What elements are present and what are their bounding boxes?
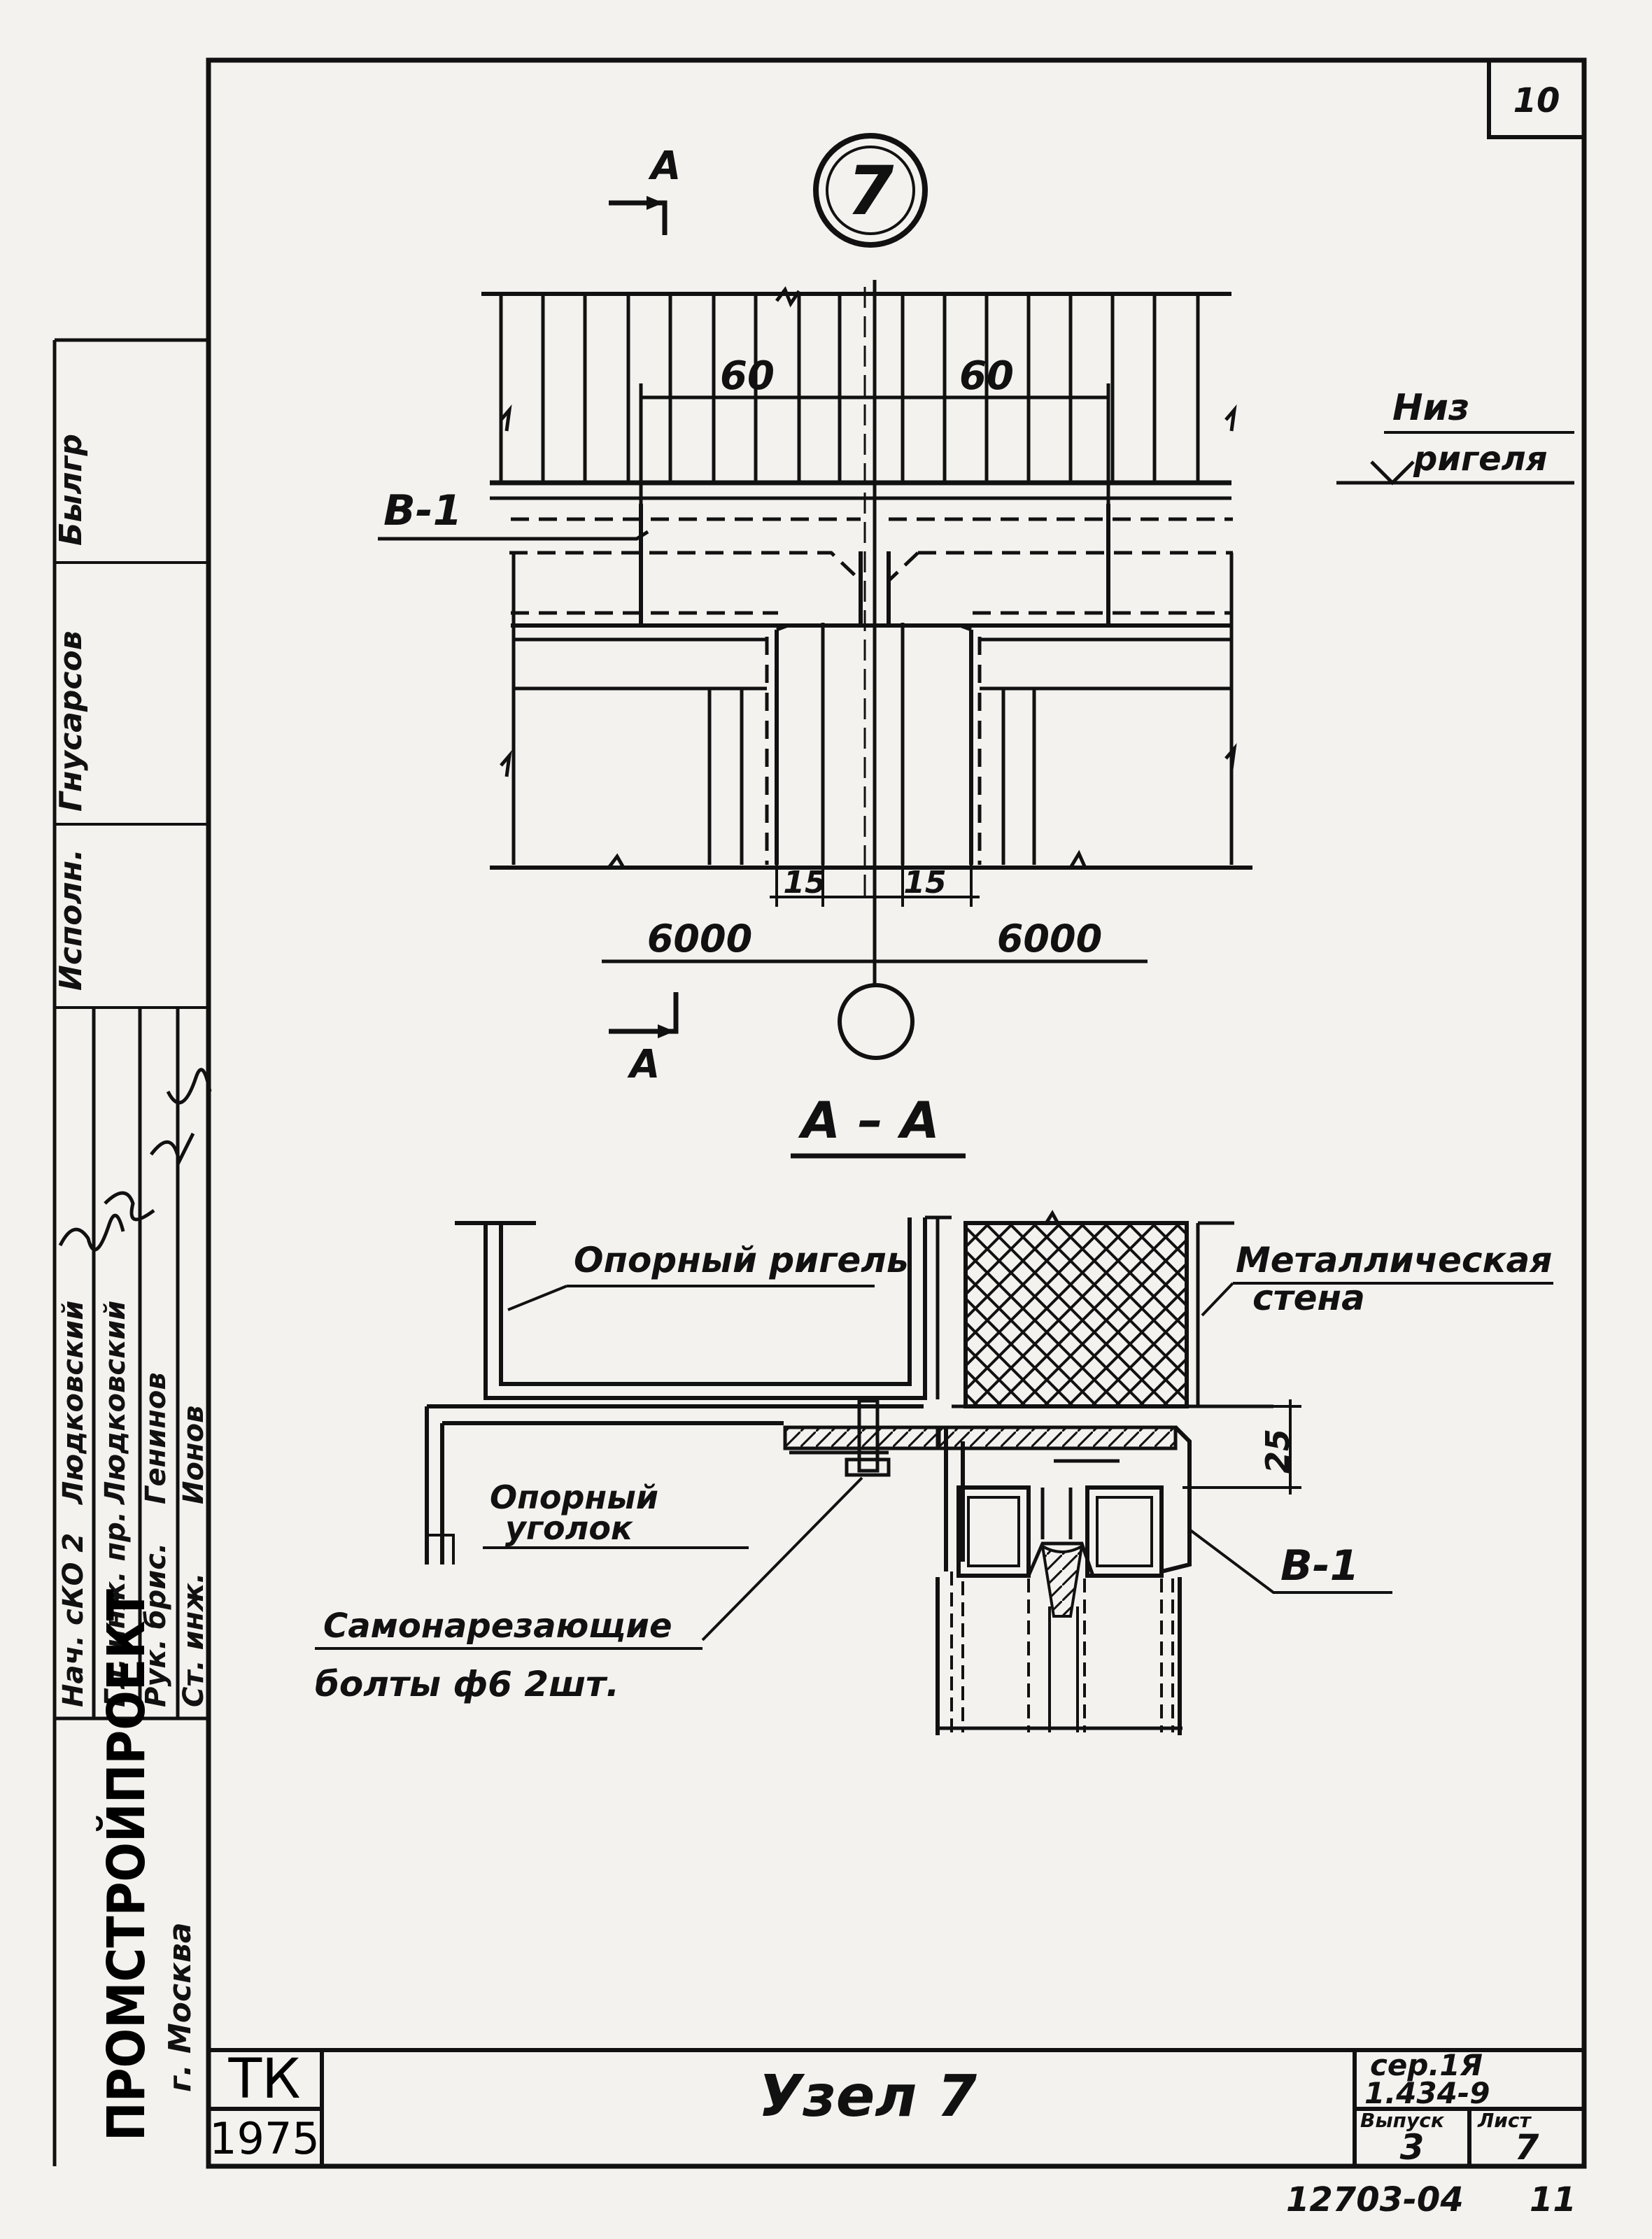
title-code: ТК — [227, 2048, 300, 2111]
series-2: 1.434-9 — [1364, 2076, 1490, 2110]
sheet-number-box: 10 — [1487, 60, 1584, 139]
sig-name-3: Генинов — [140, 1372, 172, 1504]
sheet-number: 10 — [1513, 81, 1560, 120]
series-1: сер.1Я — [1370, 2048, 1483, 2082]
wall-insulation — [963, 1221, 1189, 1408]
label-bolts-2: болты ф6 2шт. — [315, 1664, 619, 1704]
label-support-angle-1: Опорный — [490, 1478, 658, 1516]
sheet-value: 7 — [1515, 2127, 1539, 2168]
section-view: А – А Опорный ригель Металлическая стена… — [315, 1091, 1553, 1735]
sig-name-2: Людковский — [99, 1301, 132, 1505]
sig-name-4: Ионов — [178, 1406, 210, 1504]
elevation-label-1: Низ — [1392, 387, 1469, 429]
drawing-frame — [206, 57, 1587, 2169]
plan-view: 60 60 Низ ригеля В-1 — [378, 280, 1574, 1060]
label-support-angle-2: уголок — [505, 1509, 634, 1547]
plan-gap-left: 15 — [783, 865, 826, 900]
svg-text:В-1: В-1 — [383, 486, 462, 535]
label-bolts-1: Самонарезающие — [323, 1606, 672, 1646]
sig-role-3: Рук. брис. — [140, 1543, 172, 1707]
issue-value: 3 — [1400, 2127, 1425, 2168]
label-metal-wall-1: Металлическая — [1236, 1240, 1552, 1280]
title-block: ТК 1975 Узел 7 сер.1Я 1.434-9 Выпуск Лис… — [209, 2048, 1584, 2168]
org-name: ПРОМСТРОЙПРОЕКТ — [95, 1588, 157, 2141]
plan-span-left: 6000 — [647, 917, 752, 961]
sig-role-1: Нач. сКО 2 — [57, 1533, 90, 1707]
issue-label: Выпуск — [1360, 2109, 1445, 2132]
sig-upper-1: Исполн. — [53, 849, 89, 991]
footer: 12703-04 11 — [1286, 2180, 1576, 2219]
sheet-label: Лист — [1477, 2109, 1532, 2132]
org-city: г. Москва — [162, 1922, 198, 2092]
sig-role-4: Ст. инж. — [178, 1573, 210, 1707]
sig-role-2: Гл. инж. пр. — [99, 1511, 132, 1707]
title-name: Узел 7 — [758, 2063, 977, 2130]
plan-brace-label: В-1 — [378, 486, 649, 541]
sig-name-1: Людковский — [57, 1301, 90, 1505]
plan-dim-right: 60 — [959, 353, 1014, 399]
ribbed-panel — [499, 292, 1200, 483]
section-mark-top-label: А — [648, 143, 681, 189]
footer-page: 11 — [1530, 2180, 1576, 2219]
axis-bubble — [838, 983, 915, 1060]
section-mark-bottom-label: А — [627, 1042, 660, 1087]
plan-span-right: 6000 — [997, 917, 1102, 961]
dim-25: 25 — [1259, 1429, 1297, 1474]
section-mark-top: А — [609, 143, 681, 235]
plan-gap-right: 15 — [903, 865, 946, 900]
node-marker: 7 — [813, 133, 928, 248]
elevation-mark: Низ ригеля — [1336, 387, 1574, 486]
section-title: А – А — [798, 1091, 940, 1150]
plan-dim-left: 60 — [720, 353, 775, 399]
signature-strip: Исполн. Гнусарсов Былгр Нач. сКО 2 Гл. и… — [52, 338, 212, 2166]
title-year: 1975 — [209, 2113, 320, 2164]
section-mark-bottom: А — [609, 992, 679, 1087]
handwritten-signatures — [58, 1068, 212, 1252]
archive-number: 12703-04 — [1286, 2180, 1464, 2219]
node-marker-number: 7 — [847, 152, 894, 230]
label-support-beam: Опорный ригель — [574, 1240, 909, 1280]
sig-upper-2: Гнусарсов — [53, 630, 89, 812]
elevation-label-2: ригеля — [1413, 439, 1548, 479]
sig-upper-3: Былгр — [53, 434, 89, 546]
section-brace-label: В-1 — [1280, 1541, 1359, 1590]
